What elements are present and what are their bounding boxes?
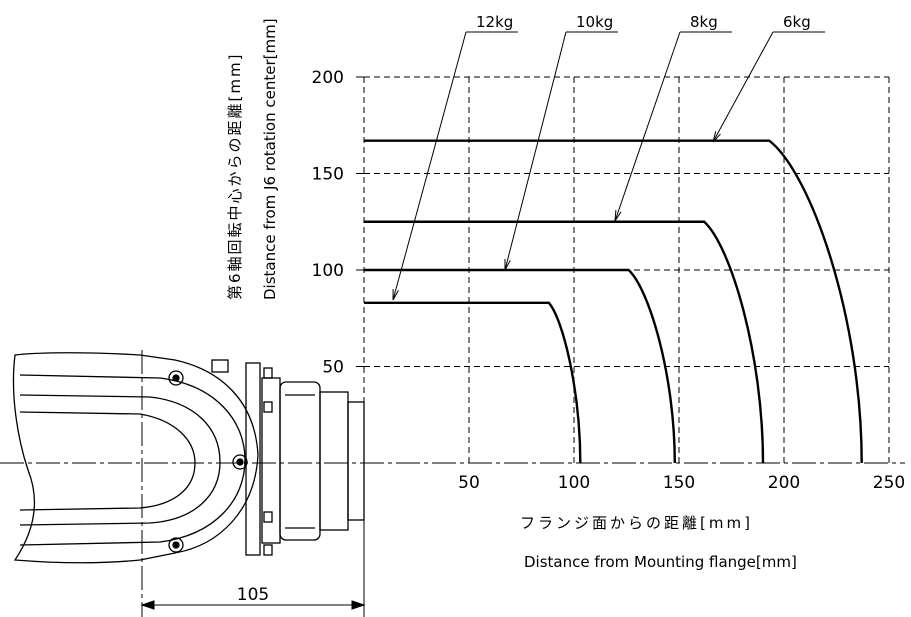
bolt-block-top — [263, 367, 273, 379]
leader-line — [614, 31, 681, 222]
x-axis-title-en: Distance from Mounting flange[mm] — [524, 553, 797, 571]
flange-step — [319, 391, 349, 531]
y-tick-label: 50 — [322, 358, 344, 378]
dimension-105 — [140, 470, 366, 617]
leader-arrow — [392, 288, 399, 301]
leader-line — [712, 31, 774, 143]
series-label: 6kg — [783, 13, 811, 31]
bolt-block-bottom — [263, 544, 273, 556]
leader-line — [504, 31, 567, 271]
leader-arrow — [504, 258, 511, 271]
arm-inner-slot-mid — [19, 394, 221, 526]
leader-line — [392, 31, 467, 301]
x-tick-label: 200 — [768, 473, 800, 493]
y-axis-title-ja: 第6軸回転中心からの距離[mm] — [226, 53, 244, 300]
y-tick-label: 100 — [312, 261, 344, 281]
dimension-105-label: 105 — [237, 585, 269, 605]
load-curve-10kg — [364, 268, 676, 464]
flange-body — [279, 381, 321, 541]
series-label: 10kg — [576, 13, 613, 31]
y-tick-labels: 50 100 150 200 — [312, 68, 344, 378]
y-axis-title-en: Distance from J6 rotation center[mm] — [261, 18, 279, 300]
leader-arrow — [614, 209, 622, 222]
bolt-block-mid — [263, 401, 273, 413]
load-curve-12kg — [364, 301, 582, 464]
load-curves: 12kg 10kg 8kg 6kg — [364, 13, 863, 464]
x-tick-labels: 50 100 150 200 250 — [458, 473, 905, 493]
arm-inner-slot-core — [19, 411, 196, 511]
y-tick-label: 150 — [312, 165, 344, 185]
y-tick-label: 200 — [312, 68, 344, 88]
leader-arrow — [712, 131, 721, 143]
cable-clip-top — [211, 359, 229, 373]
flange-face — [347, 401, 365, 521]
x-tick-label: 150 — [663, 473, 695, 493]
bolt-mid — [232, 454, 248, 470]
x-tick-label: 100 — [558, 473, 590, 493]
load-curve-6kg — [364, 139, 863, 464]
series-label: 12kg — [476, 13, 513, 31]
series-label: 8kg — [690, 13, 718, 31]
load-curve-8kg — [364, 220, 765, 464]
arm-outline — [12, 352, 259, 564]
x-axis-title-ja: フランジ面からの距離[mm] — [520, 514, 753, 532]
x-tick-label: 250 — [873, 473, 905, 493]
flange-collar — [261, 377, 281, 544]
arm-inner-slot-outer — [19, 374, 246, 546]
robot-wrist-drawing — [12, 352, 365, 564]
x-tick-label: 50 — [458, 473, 480, 493]
bolt-block-low — [263, 511, 273, 523]
bolt-bottom — [168, 537, 184, 553]
bolt-top — [168, 370, 184, 386]
